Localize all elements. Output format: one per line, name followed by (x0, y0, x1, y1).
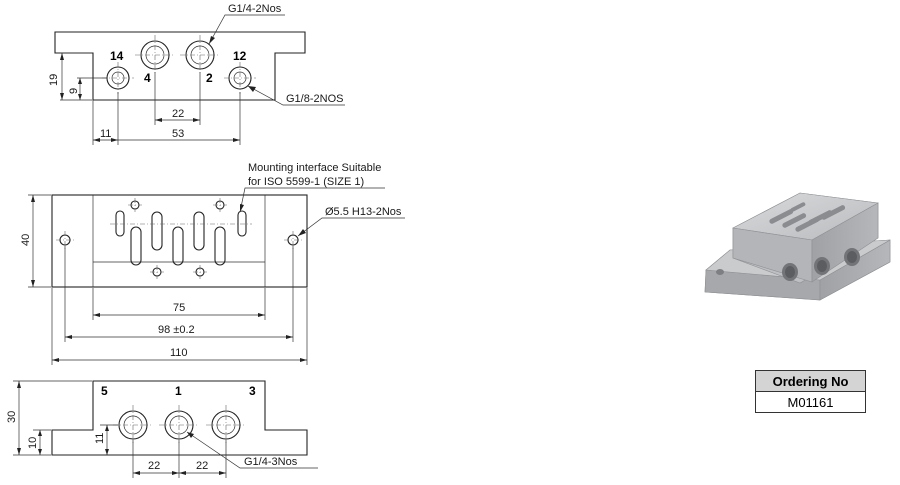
dim-9 (77, 77, 107, 100)
dim-22-top (154, 72, 201, 125)
dim-22-side (132, 440, 227, 478)
dim-label-22-top: 22 (172, 108, 184, 120)
dim-110 (51, 288, 308, 365)
port-5-circle (113, 405, 153, 445)
port-label-2: 2 (206, 71, 213, 85)
dim-label-53: 53 (172, 128, 184, 140)
top-view: 14 4 2 12 G1/4-2Nos G1/8-2NOS 19 9 (48, 3, 345, 145)
dim-label-98: 98 ±0.2 (158, 324, 195, 336)
dim-label-11: 11 (100, 128, 111, 140)
dim-30 (13, 380, 92, 456)
port-4-circle (135, 35, 175, 75)
port-label-5: 5 (101, 384, 108, 398)
leader-g18 (247, 85, 345, 106)
product-render-image (704, 192, 891, 301)
ordering-table: Ordering No M01161 (755, 370, 866, 413)
port-label-14: 14 (110, 49, 124, 63)
dim-label-22b: 22 (196, 460, 208, 472)
dim-label-110: 110 (170, 347, 188, 359)
leader-interface (239, 187, 385, 213)
dim-label-11-side: 11 (94, 433, 106, 444)
side-view: 5 1 3 G1/4-3Nos 30 10 11 (6, 380, 318, 478)
leader-g14 (208, 14, 285, 45)
port-2-circle (180, 35, 220, 75)
port-label-3: 3 (249, 384, 256, 398)
dim-75 (92, 288, 266, 320)
port-12-circle (224, 62, 256, 94)
top-view-outline (54, 31, 306, 101)
dim-label-9: 9 (68, 88, 80, 94)
leader-g14-3nos (186, 431, 318, 469)
dim-10 (33, 429, 51, 455)
dim-label-75: 75 (173, 302, 185, 314)
dim-label-30: 30 (6, 411, 18, 423)
port-1-circle (159, 405, 199, 445)
callout-g14-3nos: G1/4-3Nos (244, 456, 298, 468)
dim-label-10: 10 (27, 437, 39, 449)
interface-slots (110, 210, 252, 266)
side-view-outline (51, 380, 308, 456)
port-3-circle (206, 405, 246, 445)
dim-11-53 (92, 92, 241, 145)
port-label-1: 1 (175, 384, 182, 398)
ordering-header: Ordering No (755, 370, 866, 392)
front-view-outline (51, 194, 308, 288)
dim-11-side (100, 424, 118, 455)
front-view: Mounting interface Suitable for ISO 5599… (20, 162, 405, 365)
dim-98 (64, 246, 294, 342)
dim-19 (60, 52, 92, 101)
dim-40 (28, 194, 51, 288)
dim-label-22a: 22 (148, 460, 160, 472)
dim-label-19: 19 (48, 74, 60, 86)
callout-g14-2nos: G1/4-2Nos (228, 3, 282, 15)
leader-mount-holes (297, 217, 405, 237)
dim-label-40: 40 (20, 234, 32, 246)
interface-screw-holes (128, 198, 227, 279)
callout-g18-2nos: G1/8-2NOS (286, 93, 343, 105)
port-label-12: 12 (233, 49, 247, 63)
callout-mount-holes: Ø5.5 H13-2Nos (325, 206, 402, 218)
callout-interface-line2: for ISO 5599-1 (SIZE 1) (248, 176, 364, 188)
ordering-number: M01161 (755, 391, 866, 413)
callout-interface-line1: Mounting interface Suitable (248, 162, 381, 174)
port-label-4: 4 (144, 71, 151, 85)
